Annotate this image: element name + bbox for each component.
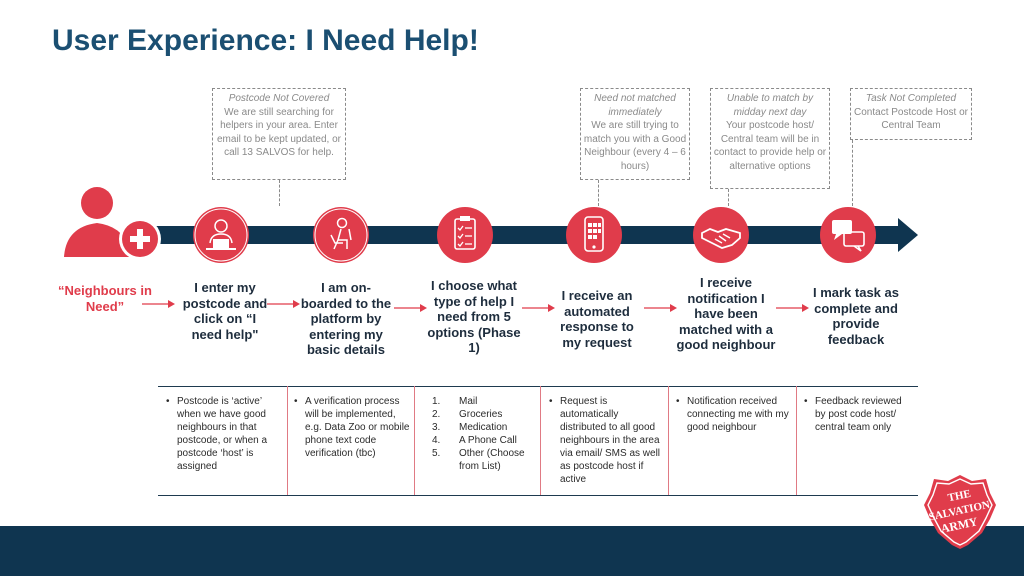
- option-item: Medication: [432, 421, 536, 434]
- detail-verification: A verification process will be implement…: [292, 395, 414, 460]
- callout-connector: [852, 140, 853, 206]
- detail-notification: Notification received connecting me with…: [674, 395, 790, 434]
- callout-heading: Postcode Not Covered: [228, 93, 330, 104]
- column-divider: [287, 386, 288, 495]
- footer-band: [0, 526, 1024, 576]
- person-with-laptop-icon: [313, 207, 369, 263]
- handshake-icon: [693, 207, 749, 263]
- page-title: User Experience: I Need Help!: [52, 24, 479, 57]
- callout-task-not-completed: Task Not Completed Contact Postcode Host…: [850, 88, 972, 140]
- option-item: Groceries: [432, 408, 536, 421]
- callout-postcode-not-covered: Postcode Not Covered We are still search…: [212, 88, 346, 180]
- step-arrow: [522, 304, 555, 312]
- callout-body: We are still trying to match you with a …: [583, 120, 687, 172]
- step-arrow: [142, 300, 175, 308]
- step-label: I choose what type of help I need from 5…: [427, 278, 521, 355]
- step-label: I receive notification I have been match…: [676, 275, 776, 352]
- column-divider: [796, 386, 797, 495]
- callout-heading: Unable to match by midday next day: [726, 93, 814, 118]
- detail-request-distributed: Request is automatically distributed to …: [547, 395, 665, 486]
- callout-body: We are still searching for helpers in yo…: [217, 106, 341, 159]
- step-arrow: [394, 304, 427, 312]
- callout-body: Contact Postcode Host or Central Team: [854, 106, 968, 132]
- detail-postcode-active: Postcode is ‘active’ when we have good n…: [164, 395, 282, 473]
- callout-connector: [279, 180, 280, 206]
- logo-line-1: THE: [947, 488, 972, 505]
- callout-heading: Task Not Completed: [865, 93, 957, 104]
- detail-text: Feedback reviewed by post code host/ cen…: [802, 395, 914, 434]
- callout-body: Your postcode host/ Central team will be…: [713, 120, 827, 172]
- option-item: Mail: [432, 395, 536, 408]
- detail-text: Request is automatically distributed to …: [547, 395, 665, 486]
- neighbour-person-icon: [64, 187, 161, 260]
- option-item: A Phone Call: [432, 434, 536, 447]
- column-divider: [414, 386, 415, 495]
- column-divider: [540, 386, 541, 495]
- mobile-phone-icon: [566, 207, 622, 263]
- callout-unable-to-match: Unable to match by midday next day Your …: [710, 88, 830, 189]
- detail-text: Postcode is ‘active’ when we have good n…: [164, 395, 282, 473]
- callout-heading: Need not matched immediately: [594, 93, 676, 118]
- salvation-army-logo: THE SALVATION ARMY: [924, 475, 996, 549]
- detail-help-options: Mail Groceries Medication A Phone Call O…: [432, 395, 536, 473]
- callout-connector: [728, 189, 729, 206]
- callout-need-not-matched: Need not matched immediately We are stil…: [580, 88, 690, 180]
- clipboard-checklist-icon: [437, 207, 493, 263]
- step-arrow: [776, 304, 809, 312]
- detail-text: A verification process will be implement…: [292, 395, 414, 460]
- timeline-arrow: [150, 218, 918, 252]
- step-arrow: [267, 300, 300, 308]
- speech-bubbles-icon: [820, 207, 876, 263]
- callout-connector: [598, 180, 599, 206]
- detail-text: Notification received connecting me with…: [674, 395, 790, 434]
- persona-label: “Neighbours in Need”: [58, 283, 152, 314]
- detail-feedback: Feedback reviewed by post code host/ cen…: [802, 395, 914, 434]
- step-arrow: [644, 304, 677, 312]
- step-label: I enter my postcode and click on “I need…: [182, 280, 268, 342]
- step-label: I mark task as complete and provide feed…: [812, 285, 899, 347]
- column-divider: [668, 386, 669, 495]
- person-at-computer-icon: [193, 207, 249, 263]
- table-bottom-rule: [158, 495, 918, 496]
- table-top-rule: [158, 386, 918, 387]
- step-label: I receive an automated response to my re…: [560, 288, 634, 350]
- step-label: I am on-boarded to the platform by enter…: [300, 280, 392, 357]
- option-item: Other (Choose from List): [432, 447, 536, 473]
